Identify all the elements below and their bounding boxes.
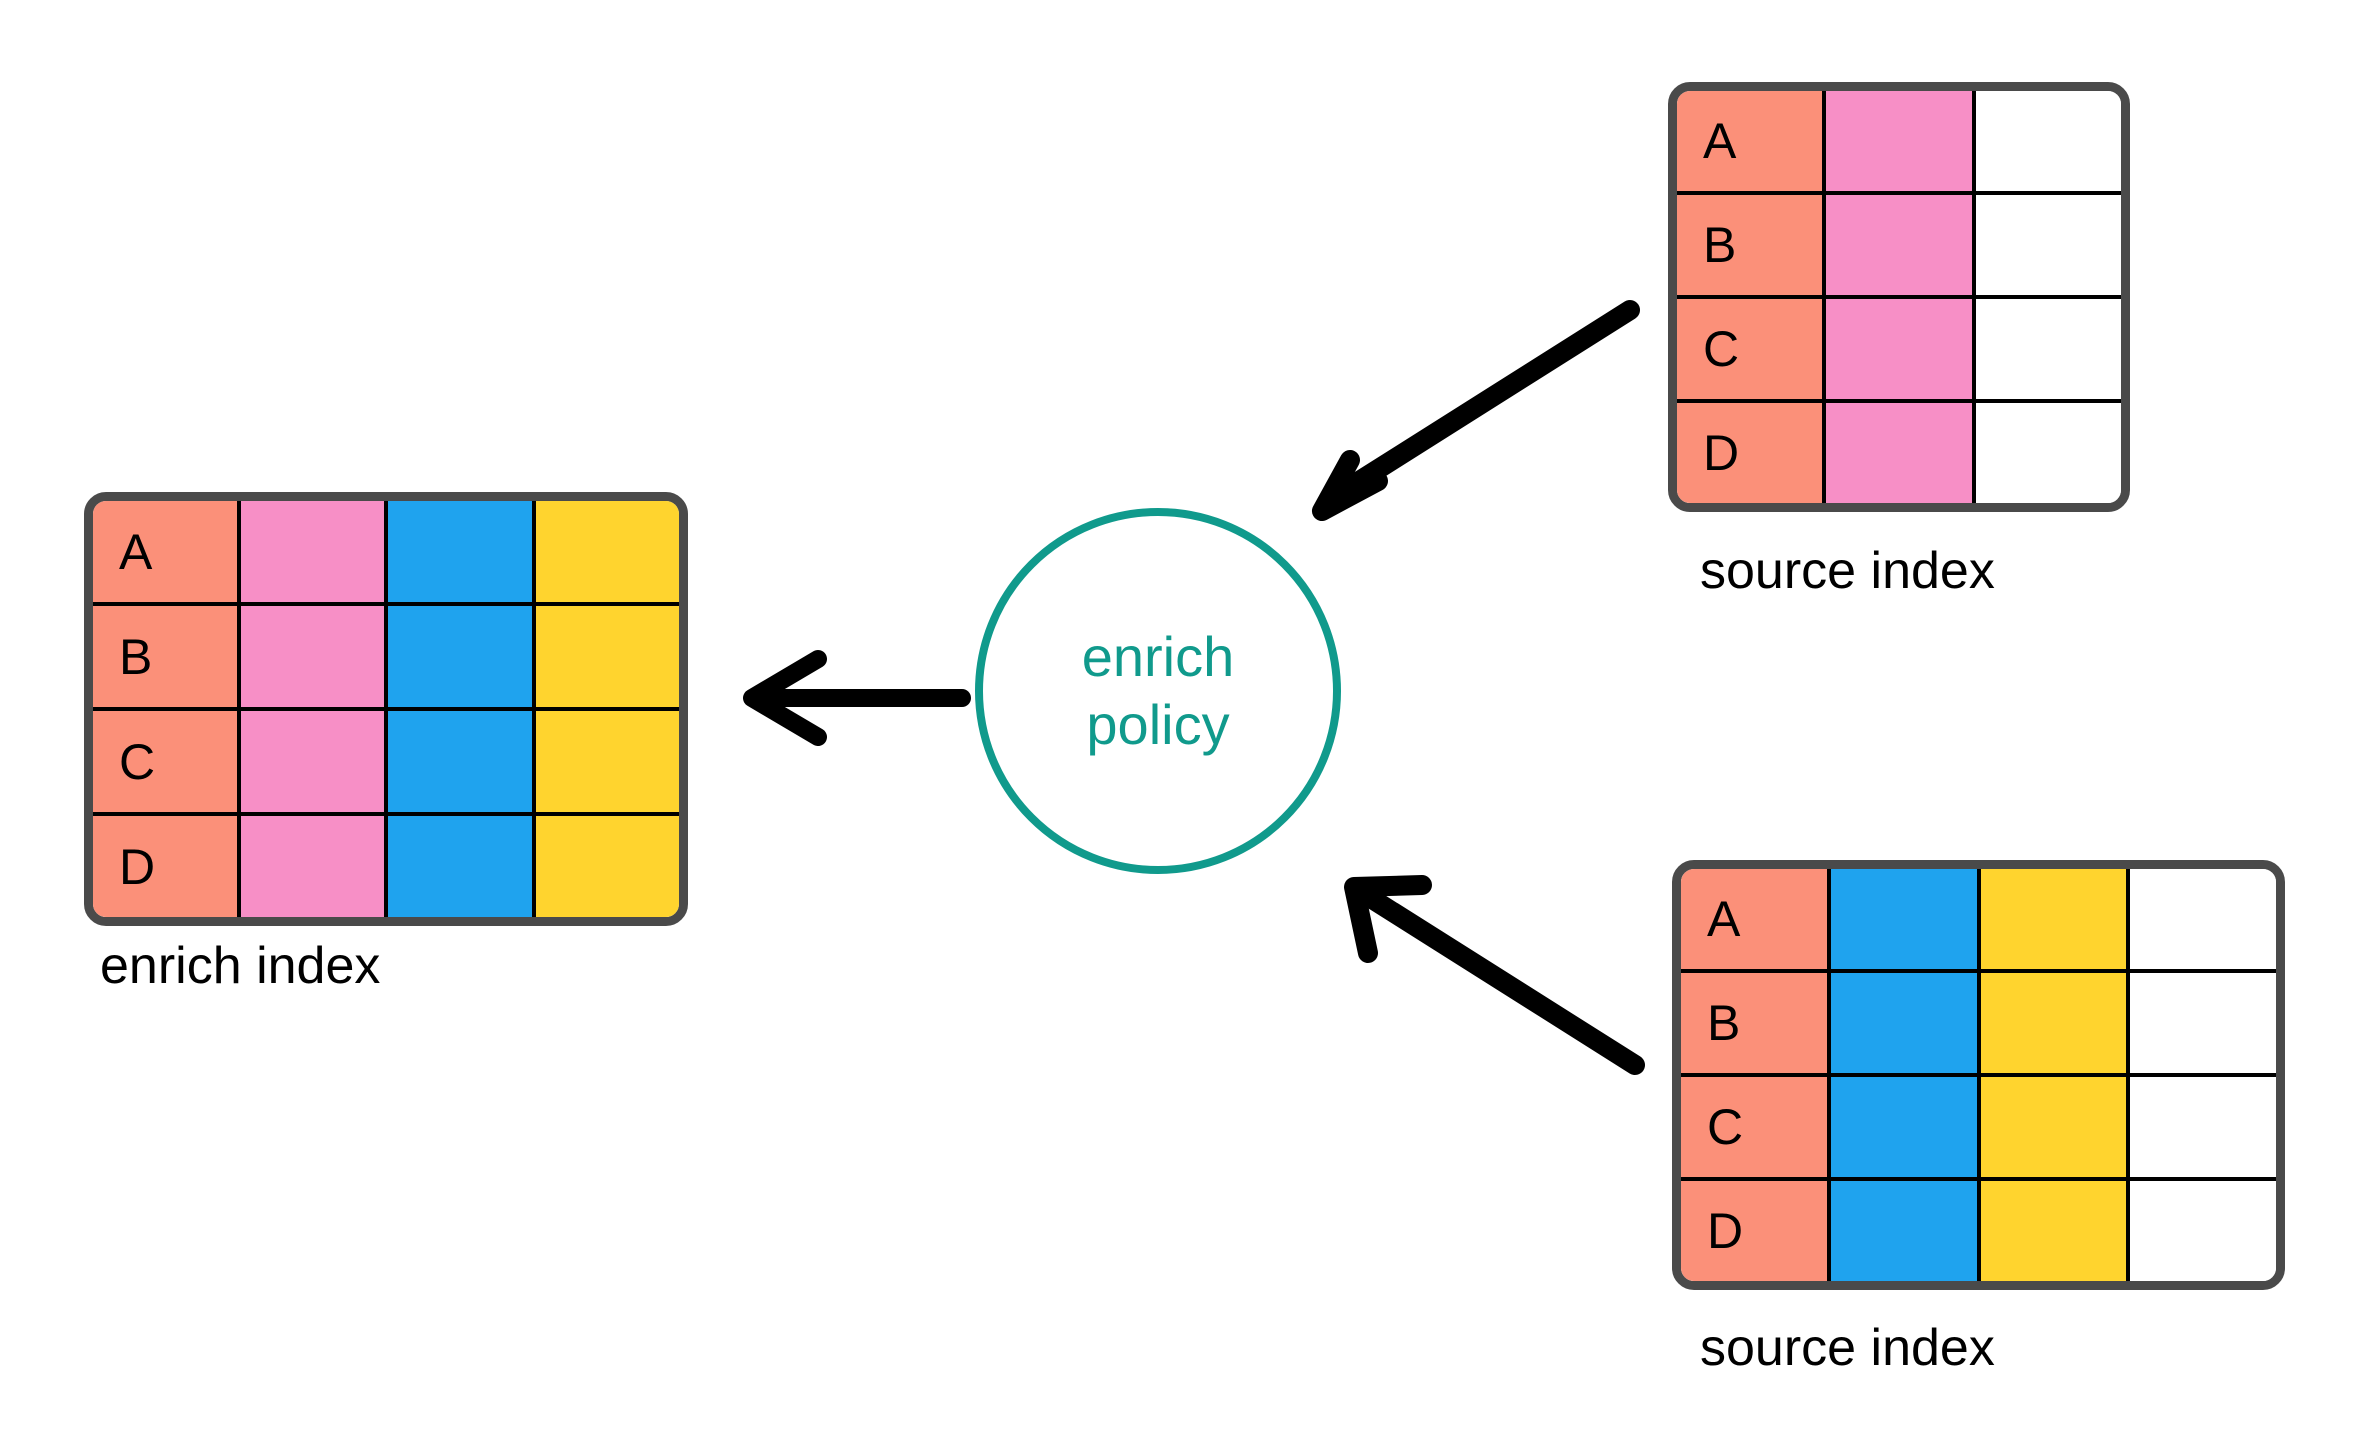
- row-key-label: A: [1703, 113, 1737, 169]
- source-top-key-cell: B: [1677, 195, 1827, 295]
- row-key-label: C: [119, 733, 156, 790]
- arrow-source-top-to-policy: [1312, 300, 1640, 521]
- source-top-empty-cell: [1975, 195, 2121, 295]
- arrow-source-bottom-to-policy: [1344, 875, 1645, 1075]
- enrich-index-caption: enrich index: [100, 937, 381, 995]
- enrich-pink-cell: [240, 711, 388, 812]
- table-row: D: [1677, 403, 2121, 503]
- source-bottom-empty-cell: [2130, 1181, 2276, 1281]
- source-bottom-key-cell: D: [1681, 1181, 1831, 1281]
- enrich-pink-cell: [240, 501, 388, 602]
- enrich-pink-cell: [240, 606, 388, 707]
- row-key-label: A: [1707, 891, 1741, 947]
- source-index-top-table: A B C D: [1668, 82, 2130, 512]
- source-top-empty-cell: [1975, 403, 2121, 503]
- row-key-label: D: [1703, 425, 1740, 481]
- policy-label-line1: enrich: [1081, 624, 1235, 688]
- source-bottom-empty-cell: [2130, 869, 2276, 969]
- row-key-label: D: [1707, 1203, 1744, 1259]
- row-key-label: B: [119, 628, 153, 685]
- table-row: C: [93, 711, 679, 816]
- enrich-blue-cell: [388, 501, 536, 602]
- source-bottom-blue-cell: [1830, 1077, 1981, 1177]
- table-row: A: [93, 501, 679, 606]
- enrich-key-cell: D: [93, 816, 241, 917]
- table-row: D: [1681, 1181, 2276, 1281]
- table-row: D: [93, 816, 679, 917]
- source-top-key-cell: A: [1677, 91, 1827, 191]
- enrich-key-cell: C: [93, 711, 241, 812]
- source-bottom-yellow-cell: [1980, 869, 2131, 969]
- row-key-label: A: [119, 523, 153, 580]
- enrich-pink-cell: [240, 816, 388, 917]
- source-bottom-empty-cell: [2130, 1077, 2276, 1177]
- row-key-label: C: [1707, 1099, 1744, 1155]
- source-top-key-cell: C: [1677, 299, 1827, 399]
- enrich-blue-cell: [388, 711, 536, 812]
- row-key-label: B: [1703, 217, 1737, 273]
- table-row: B: [1681, 973, 2276, 1077]
- enrich-blue-cell: [388, 606, 536, 707]
- source-index-bottom-caption: source index: [1700, 1319, 1995, 1377]
- enrich-key-cell: B: [93, 606, 241, 707]
- row-key-label: C: [1703, 321, 1740, 377]
- table-row: C: [1677, 299, 2121, 403]
- table-row: B: [1677, 195, 2121, 299]
- source-top-key-cell: D: [1677, 403, 1827, 503]
- source-bottom-yellow-cell: [1980, 1077, 2131, 1177]
- source-bottom-blue-cell: [1830, 973, 1981, 1073]
- enrich-key-cell: A: [93, 501, 241, 602]
- enrich-policy-node: enrich policy: [975, 508, 1341, 874]
- source-bottom-yellow-cell: [1980, 973, 2131, 1073]
- table-row: A: [1677, 91, 2121, 195]
- source-top-empty-cell: [1975, 299, 2121, 399]
- source-bottom-key-cell: B: [1681, 973, 1831, 1073]
- table-row: B: [93, 606, 679, 711]
- source-bottom-blue-cell: [1830, 869, 1981, 969]
- source-top-pink-cell: [1826, 195, 1976, 295]
- enrich-yellow-cell: [535, 606, 679, 707]
- enrich-yellow-cell: [535, 816, 679, 917]
- table-row: C: [1681, 1077, 2276, 1181]
- enrich-index-table: A B C D: [84, 492, 688, 926]
- row-key-label: B: [1707, 995, 1741, 1051]
- source-bottom-blue-cell: [1830, 1181, 1981, 1281]
- source-top-pink-cell: [1826, 91, 1976, 191]
- enrich-yellow-cell: [535, 711, 679, 812]
- source-index-bottom-table: A B C D: [1672, 860, 2285, 1290]
- source-index-top-caption: source index: [1700, 542, 1995, 600]
- source-bottom-key-cell: A: [1681, 869, 1831, 969]
- table-row: A: [1681, 869, 2276, 973]
- arrow-policy-to-enrich-index: [743, 650, 971, 746]
- source-top-empty-cell: [1975, 91, 2121, 191]
- source-top-pink-cell: [1826, 299, 1976, 399]
- row-key-label: D: [119, 838, 156, 895]
- enrich-yellow-cell: [535, 501, 679, 602]
- enrich-blue-cell: [388, 816, 536, 917]
- source-bottom-yellow-cell: [1980, 1181, 2131, 1281]
- source-bottom-empty-cell: [2130, 973, 2276, 1073]
- source-bottom-key-cell: C: [1681, 1077, 1831, 1177]
- source-top-pink-cell: [1826, 403, 1976, 503]
- policy-label-line2: policy: [1086, 693, 1230, 756]
